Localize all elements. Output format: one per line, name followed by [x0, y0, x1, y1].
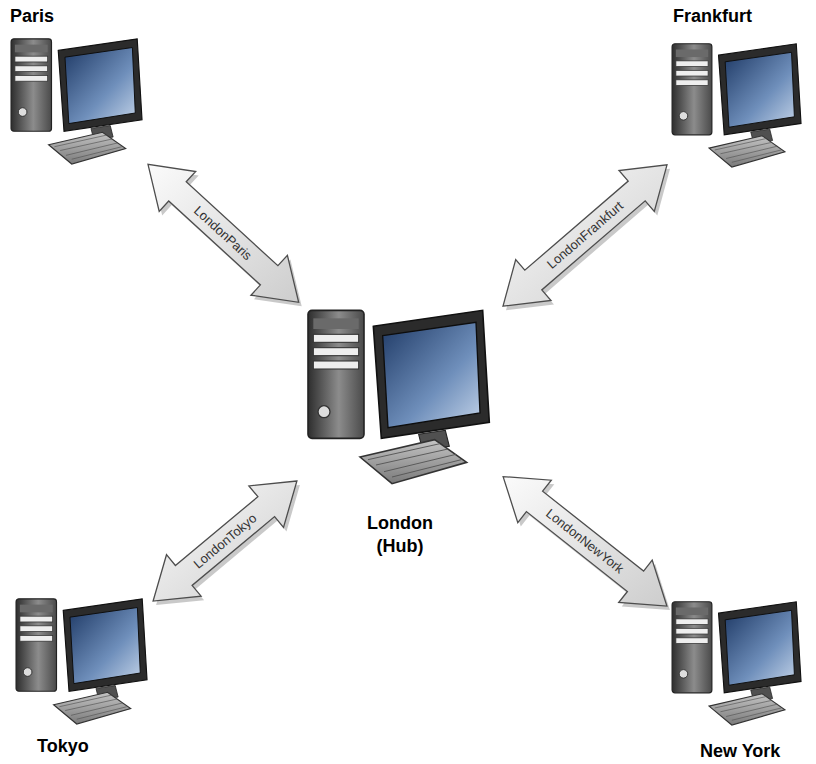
- computer-node: Tokyo: [15, 595, 150, 725]
- arrow-shape: [503, 165, 667, 306]
- computer-node: London (Hub): [300, 305, 500, 485]
- site-label: Frankfurt: [673, 5, 752, 28]
- site-label: London (Hub): [355, 512, 445, 558]
- site-label: Paris: [10, 5, 54, 28]
- computer-icon: [308, 310, 489, 483]
- site-label: Tokyo: [37, 735, 89, 758]
- link-label: LondonParis: [191, 203, 255, 263]
- double-arrow-connector: [503, 165, 670, 310]
- arrow-shape: [503, 477, 667, 606]
- computer-node: New York: [670, 598, 805, 726]
- computer-icon: [11, 39, 142, 164]
- computer-icon: [16, 599, 147, 724]
- site-label: New York: [700, 740, 780, 763]
- double-arrow-connector: [148, 164, 302, 306]
- link-label: LondonNewYork: [543, 506, 627, 577]
- link-label: LondonFrankfurt: [544, 199, 626, 273]
- computer-node: Frankfurt: [670, 40, 805, 168]
- computer-node: Paris: [10, 35, 145, 165]
- arrow-shape: [148, 164, 299, 302]
- computer-icon: [672, 602, 801, 725]
- double-arrow-connector: [503, 477, 670, 610]
- double-arrow-connector: [153, 481, 300, 605]
- computer-icon: [672, 44, 801, 167]
- arrow-shape: [153, 481, 297, 601]
